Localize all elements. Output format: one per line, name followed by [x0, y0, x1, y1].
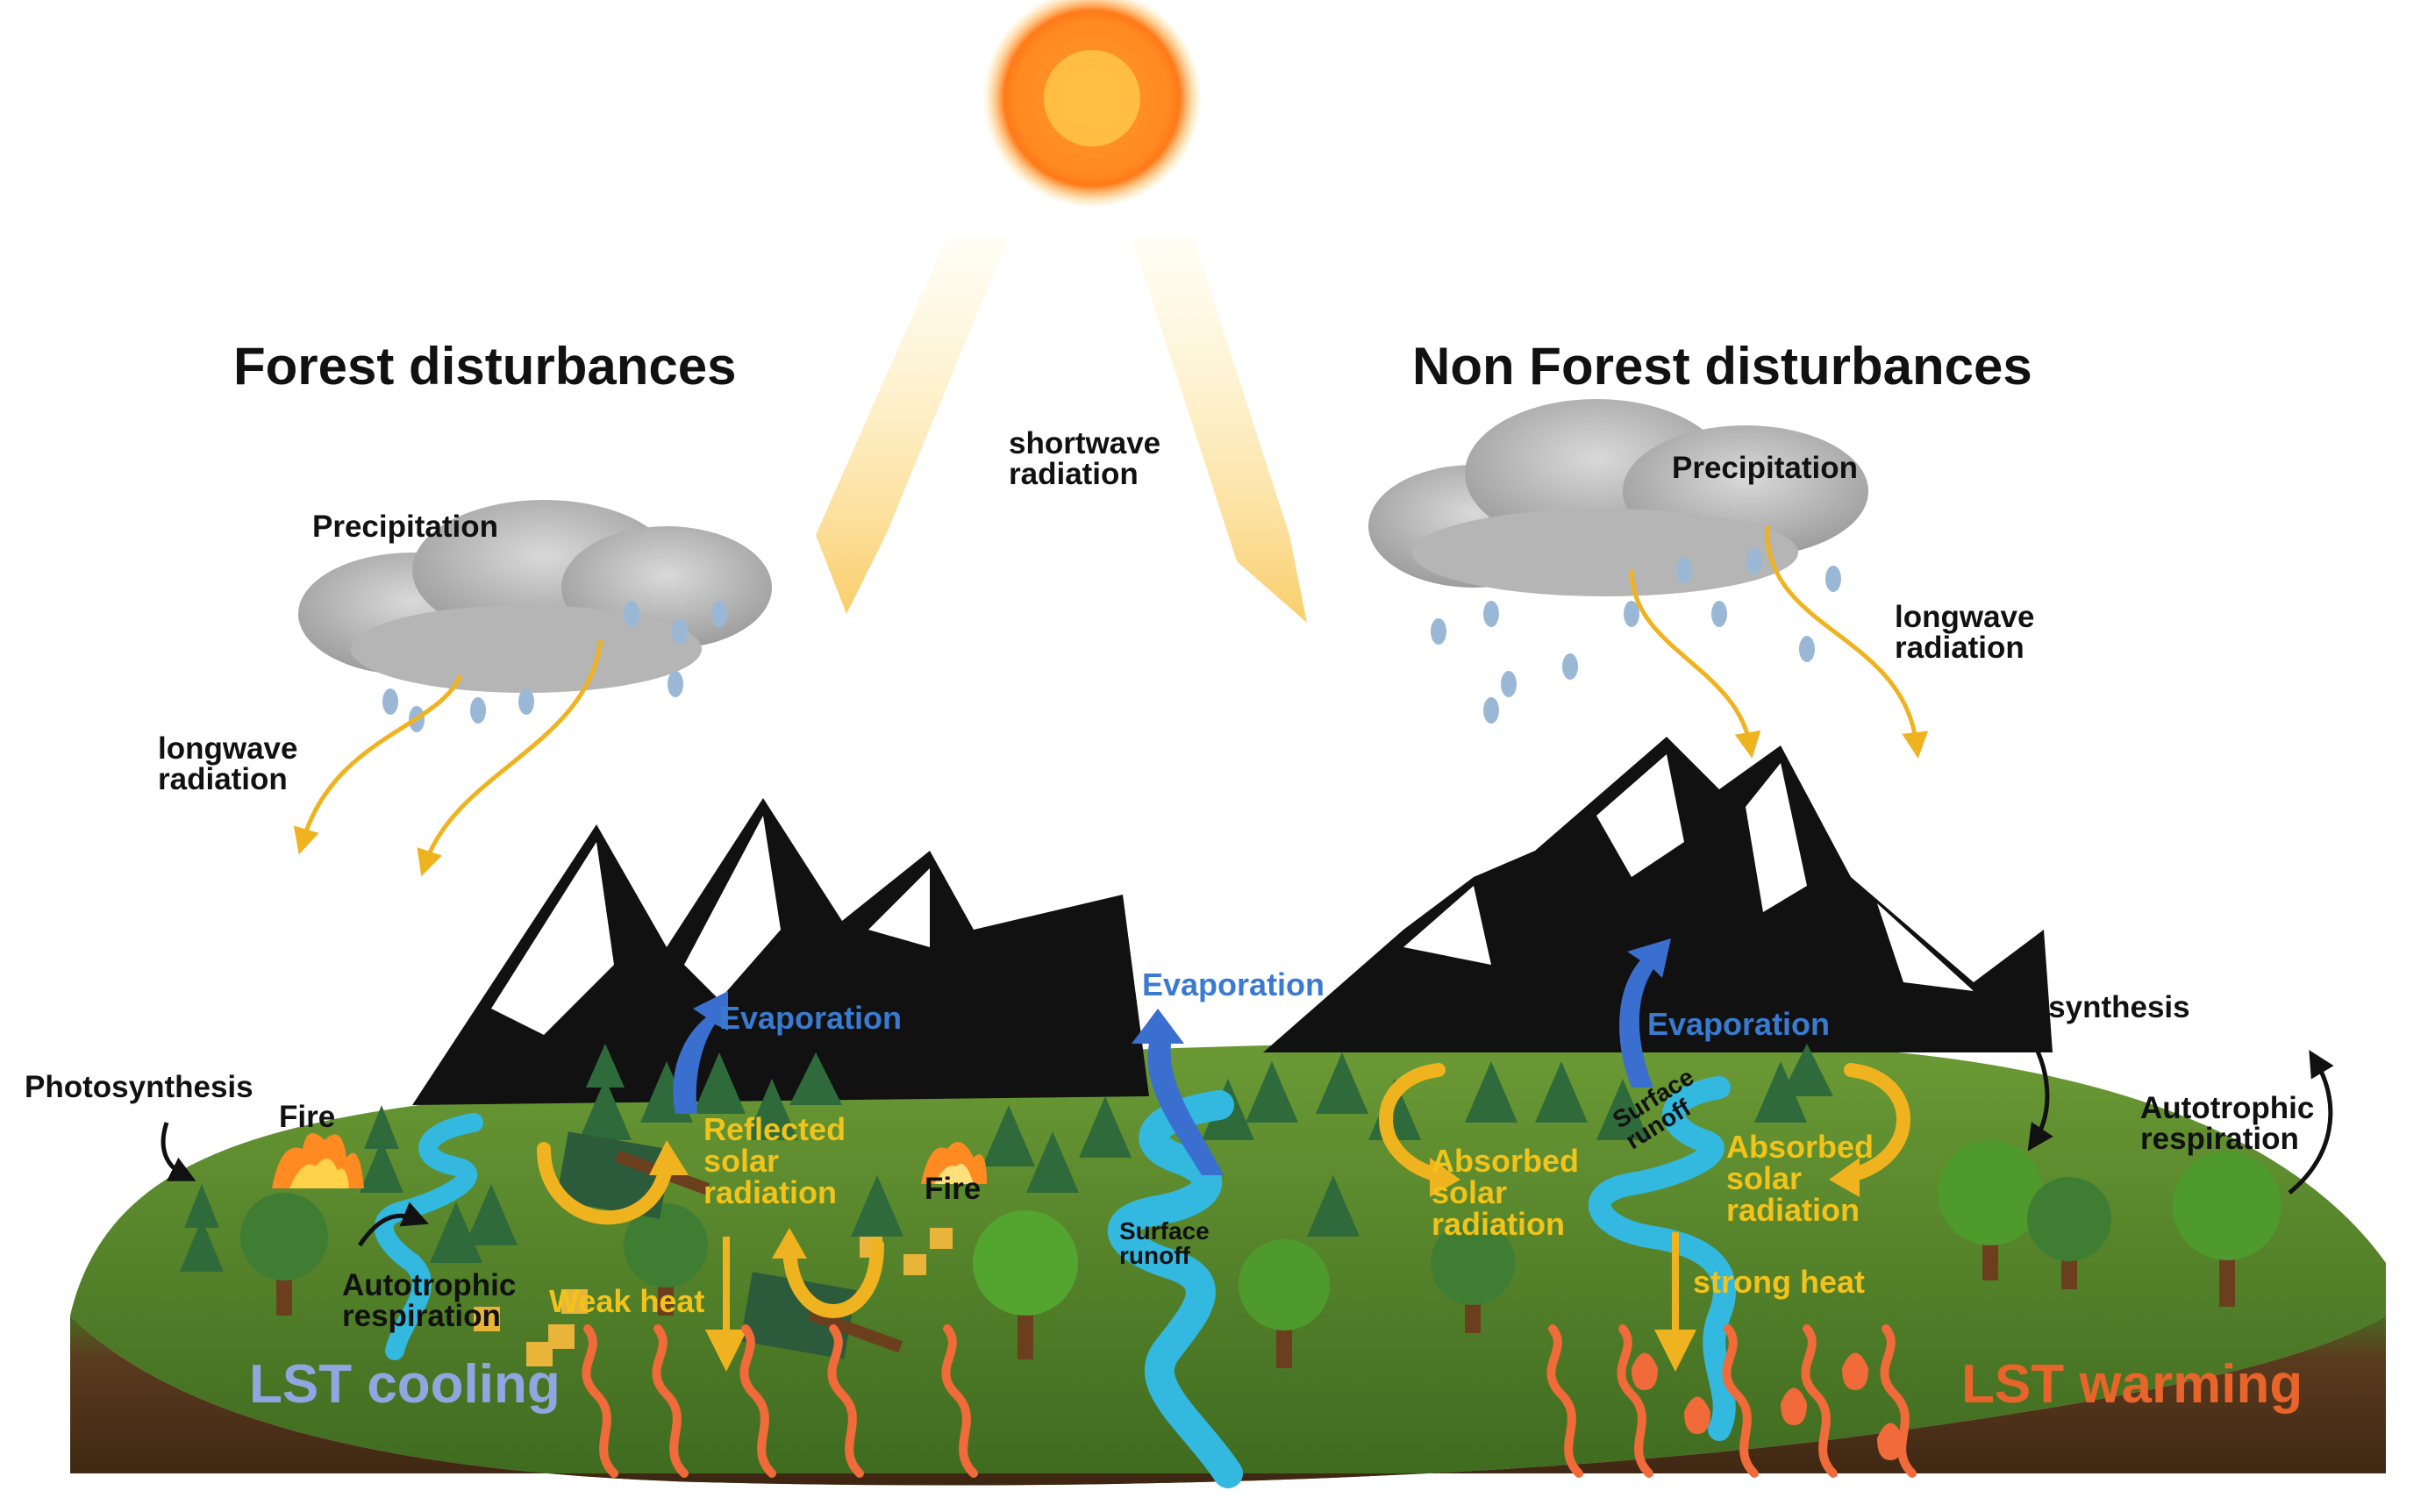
title-non-forest-disturbances: Non Forest disturbances [1412, 337, 2032, 396]
label-photosynthesis-right: Photosynthesis [1961, 990, 2190, 1024]
label-line: Absorbed [1432, 1143, 1580, 1179]
label-evaporation-mid: Evaporation [1142, 966, 1325, 1002]
flame-icon [1632, 1352, 1903, 1460]
label-line: shortwave [1009, 426, 1161, 460]
label-line: respiration [342, 1299, 501, 1333]
sun-icon [982, 0, 1202, 208]
label-autotrophic-respiration-right: Autotrophic respiration [2140, 1093, 2314, 1154]
label-precipitation-right: Precipitation [1672, 451, 1858, 485]
label-line: Reflected [703, 1111, 846, 1147]
label-line: solar [1432, 1174, 1508, 1210]
label-shortwave-radiation: shortwave radiation [1009, 428, 1160, 489]
stump-icon [474, 1228, 953, 1366]
label-weak-heat: Weak heat [549, 1283, 705, 1319]
label-line: radiation [158, 762, 288, 796]
label-longwave-left: longwave radiation [158, 733, 297, 795]
label-fire-mid: Fire [925, 1172, 982, 1206]
label-autotrophic-respiration-left: Autotrophic respiration [342, 1270, 516, 1331]
label-line: Autotrophic [2140, 1091, 2315, 1125]
label-lst-cooling: LST cooling [249, 1354, 561, 1415]
label-reflected-solar-radiation: Reflected solar radiation [703, 1114, 846, 1209]
label-fire-left: Fire [279, 1100, 336, 1134]
label-evaporation-left: Evaporation [719, 1000, 903, 1036]
longwave-arrow-icon [293, 525, 1929, 877]
cloud-icon [298, 500, 772, 693]
label-line: radiation [1895, 631, 2024, 665]
label-line: Surface [1119, 1217, 1210, 1245]
raindrop-icon [382, 548, 1841, 732]
label-surface-runoff-mid: Surface runoff [1119, 1219, 1210, 1268]
tree-icon [180, 1044, 1833, 1272]
photosynthesis-arrow-icon [161, 1029, 2053, 1181]
label-line: longwave [1895, 600, 2035, 634]
tree-icon [240, 1140, 2281, 1368]
label-line: Autotrophic [342, 1268, 517, 1302]
label-absorbed-solar-radiation-left: Absorbed solar radiation [1432, 1145, 1579, 1240]
label-photosynthesis-left: Photosynthesis [25, 1070, 253, 1104]
solar-loop-arrow-icon [537, 1063, 1910, 1318]
label-line: radiation [703, 1174, 838, 1210]
cloud-icon [1368, 399, 1868, 596]
heat-wave-icon [582, 1324, 1917, 1478]
evaporation-arrow-icon [673, 938, 1671, 1175]
label-line: solar [703, 1143, 780, 1179]
label-line: runoff [1119, 1242, 1190, 1269]
label-line: solar [1726, 1160, 1803, 1196]
shortwave-arrow-icon [816, 237, 1307, 623]
label-line: radiation [1432, 1206, 1566, 1242]
title-forest-disturbances: Forest disturbances [233, 337, 737, 396]
label-absorbed-solar-radiation-right: Absorbed solar radiation [1726, 1131, 1874, 1226]
label-line: radiation [1726, 1192, 1860, 1228]
label-line: respiration [2140, 1122, 2299, 1156]
heat-arrow-icon [705, 1232, 1696, 1372]
label-lst-warming: LST warming [1961, 1354, 2303, 1415]
respiration-arrow-icon [357, 1050, 2334, 1247]
label-line: Absorbed [1726, 1129, 1874, 1165]
label-evaporation-right: Evaporation [1647, 1006, 1831, 1042]
label-precipitation-left: Precipitation [312, 510, 498, 544]
mountain-snow-icon [491, 754, 1974, 1035]
fire-icon [272, 1133, 987, 1188]
solar-loop-arrowhead-icon [649, 1140, 1860, 1259]
label-longwave-right: longwave radiation [1895, 602, 2034, 663]
label-strong-heat: strong heat [1693, 1264, 1866, 1300]
label-line: radiation [1009, 457, 1139, 491]
label-line: longwave [158, 731, 298, 766]
